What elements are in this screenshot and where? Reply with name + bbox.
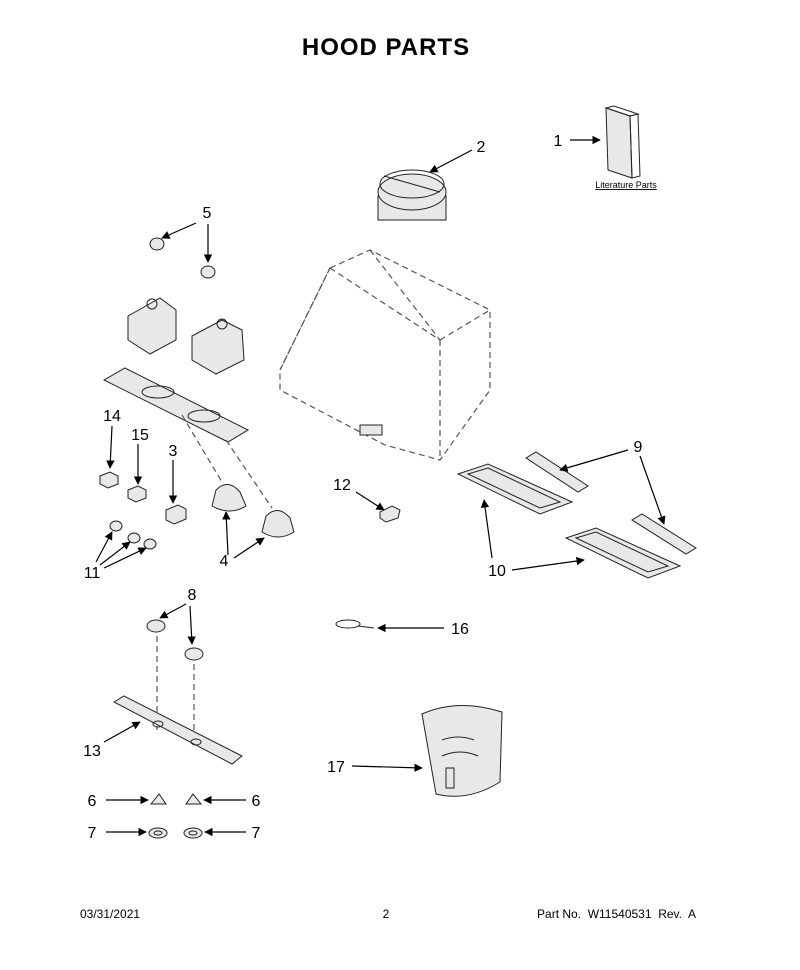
callout-6-left: 6 [88,793,97,810]
footer-part-number: Part No. W11540531 Rev. A [537,907,696,921]
lens-cap-6a [149,793,167,805]
callout-1: 1 [554,133,563,150]
callout-13: 13 [83,743,101,760]
literature-parts-label: Literature Parts [595,180,657,190]
hardware-bag-17 [421,705,503,797]
hood-body-outline [279,249,491,461]
callout-7-left: 7 [88,825,97,842]
callout-3: 3 [169,443,178,460]
leader-8b [187,605,196,645]
leader-10a [480,499,493,559]
callout-11: 11 [84,565,101,582]
leader-9b [639,455,666,525]
lamp-holder-8a [146,619,166,730]
leader-5a [161,222,197,239]
lens-cap-6b [185,793,203,805]
page-title: HOOD PARTS [302,34,470,61]
part-3-block [165,504,187,525]
leader-11c [103,547,147,569]
part-14-block [99,471,119,489]
light-bar-13 [112,695,243,765]
trim-ring-7a [148,827,168,839]
leader-17 [351,763,423,772]
callout-9: 9 [634,439,643,456]
leader-9a [559,449,629,472]
callout-16: 16 [451,621,469,638]
filter-rail-upper [525,451,589,493]
socket-11c [143,538,157,550]
light-housing-left [127,297,177,355]
footer-date: 03/31/2021 [80,907,140,921]
leader-11b [99,541,131,566]
filter-lower [564,527,682,579]
callout-14: 14 [103,408,121,425]
callout-4: 4 [220,553,229,570]
leader-10b [511,556,585,571]
blower-damper [377,169,447,221]
switch-12 [379,505,401,523]
filter-upper [456,463,574,515]
leader-13 [103,721,141,743]
leader-12 [355,491,385,511]
lamp-shade-right [225,439,295,538]
nut-5a [149,237,165,251]
callout-17: 17 [327,759,345,776]
callout-15: 15 [131,427,149,444]
light-bracket-panel [102,367,250,443]
leader-8a [159,603,187,619]
part-15-block [127,485,147,503]
socket-11a [109,520,123,532]
lamp-holder-8b [184,647,204,742]
light-housing-right [191,318,245,375]
callout-10: 10 [488,563,506,580]
leader-14 [106,425,115,469]
callout-8: 8 [188,587,197,604]
socket-11b [127,532,141,544]
leader-4a [222,511,231,556]
leader-4b [233,537,265,559]
callout-2: 2 [477,139,486,156]
leader-11a [95,531,113,563]
wire-harness-16 [335,619,375,629]
literature-booklet [604,105,641,179]
filter-rail-lower [631,513,697,555]
footer-page-number: 2 [383,907,390,921]
callout-5: 5 [203,205,212,222]
leader-2 [429,149,473,173]
trim-ring-7b [183,827,203,839]
lamp-shade-left [181,414,247,512]
callout-12: 12 [333,477,351,494]
callout-7-right: 7 [252,825,261,842]
callout-6-right: 6 [252,793,261,810]
nut-5b [200,265,216,279]
